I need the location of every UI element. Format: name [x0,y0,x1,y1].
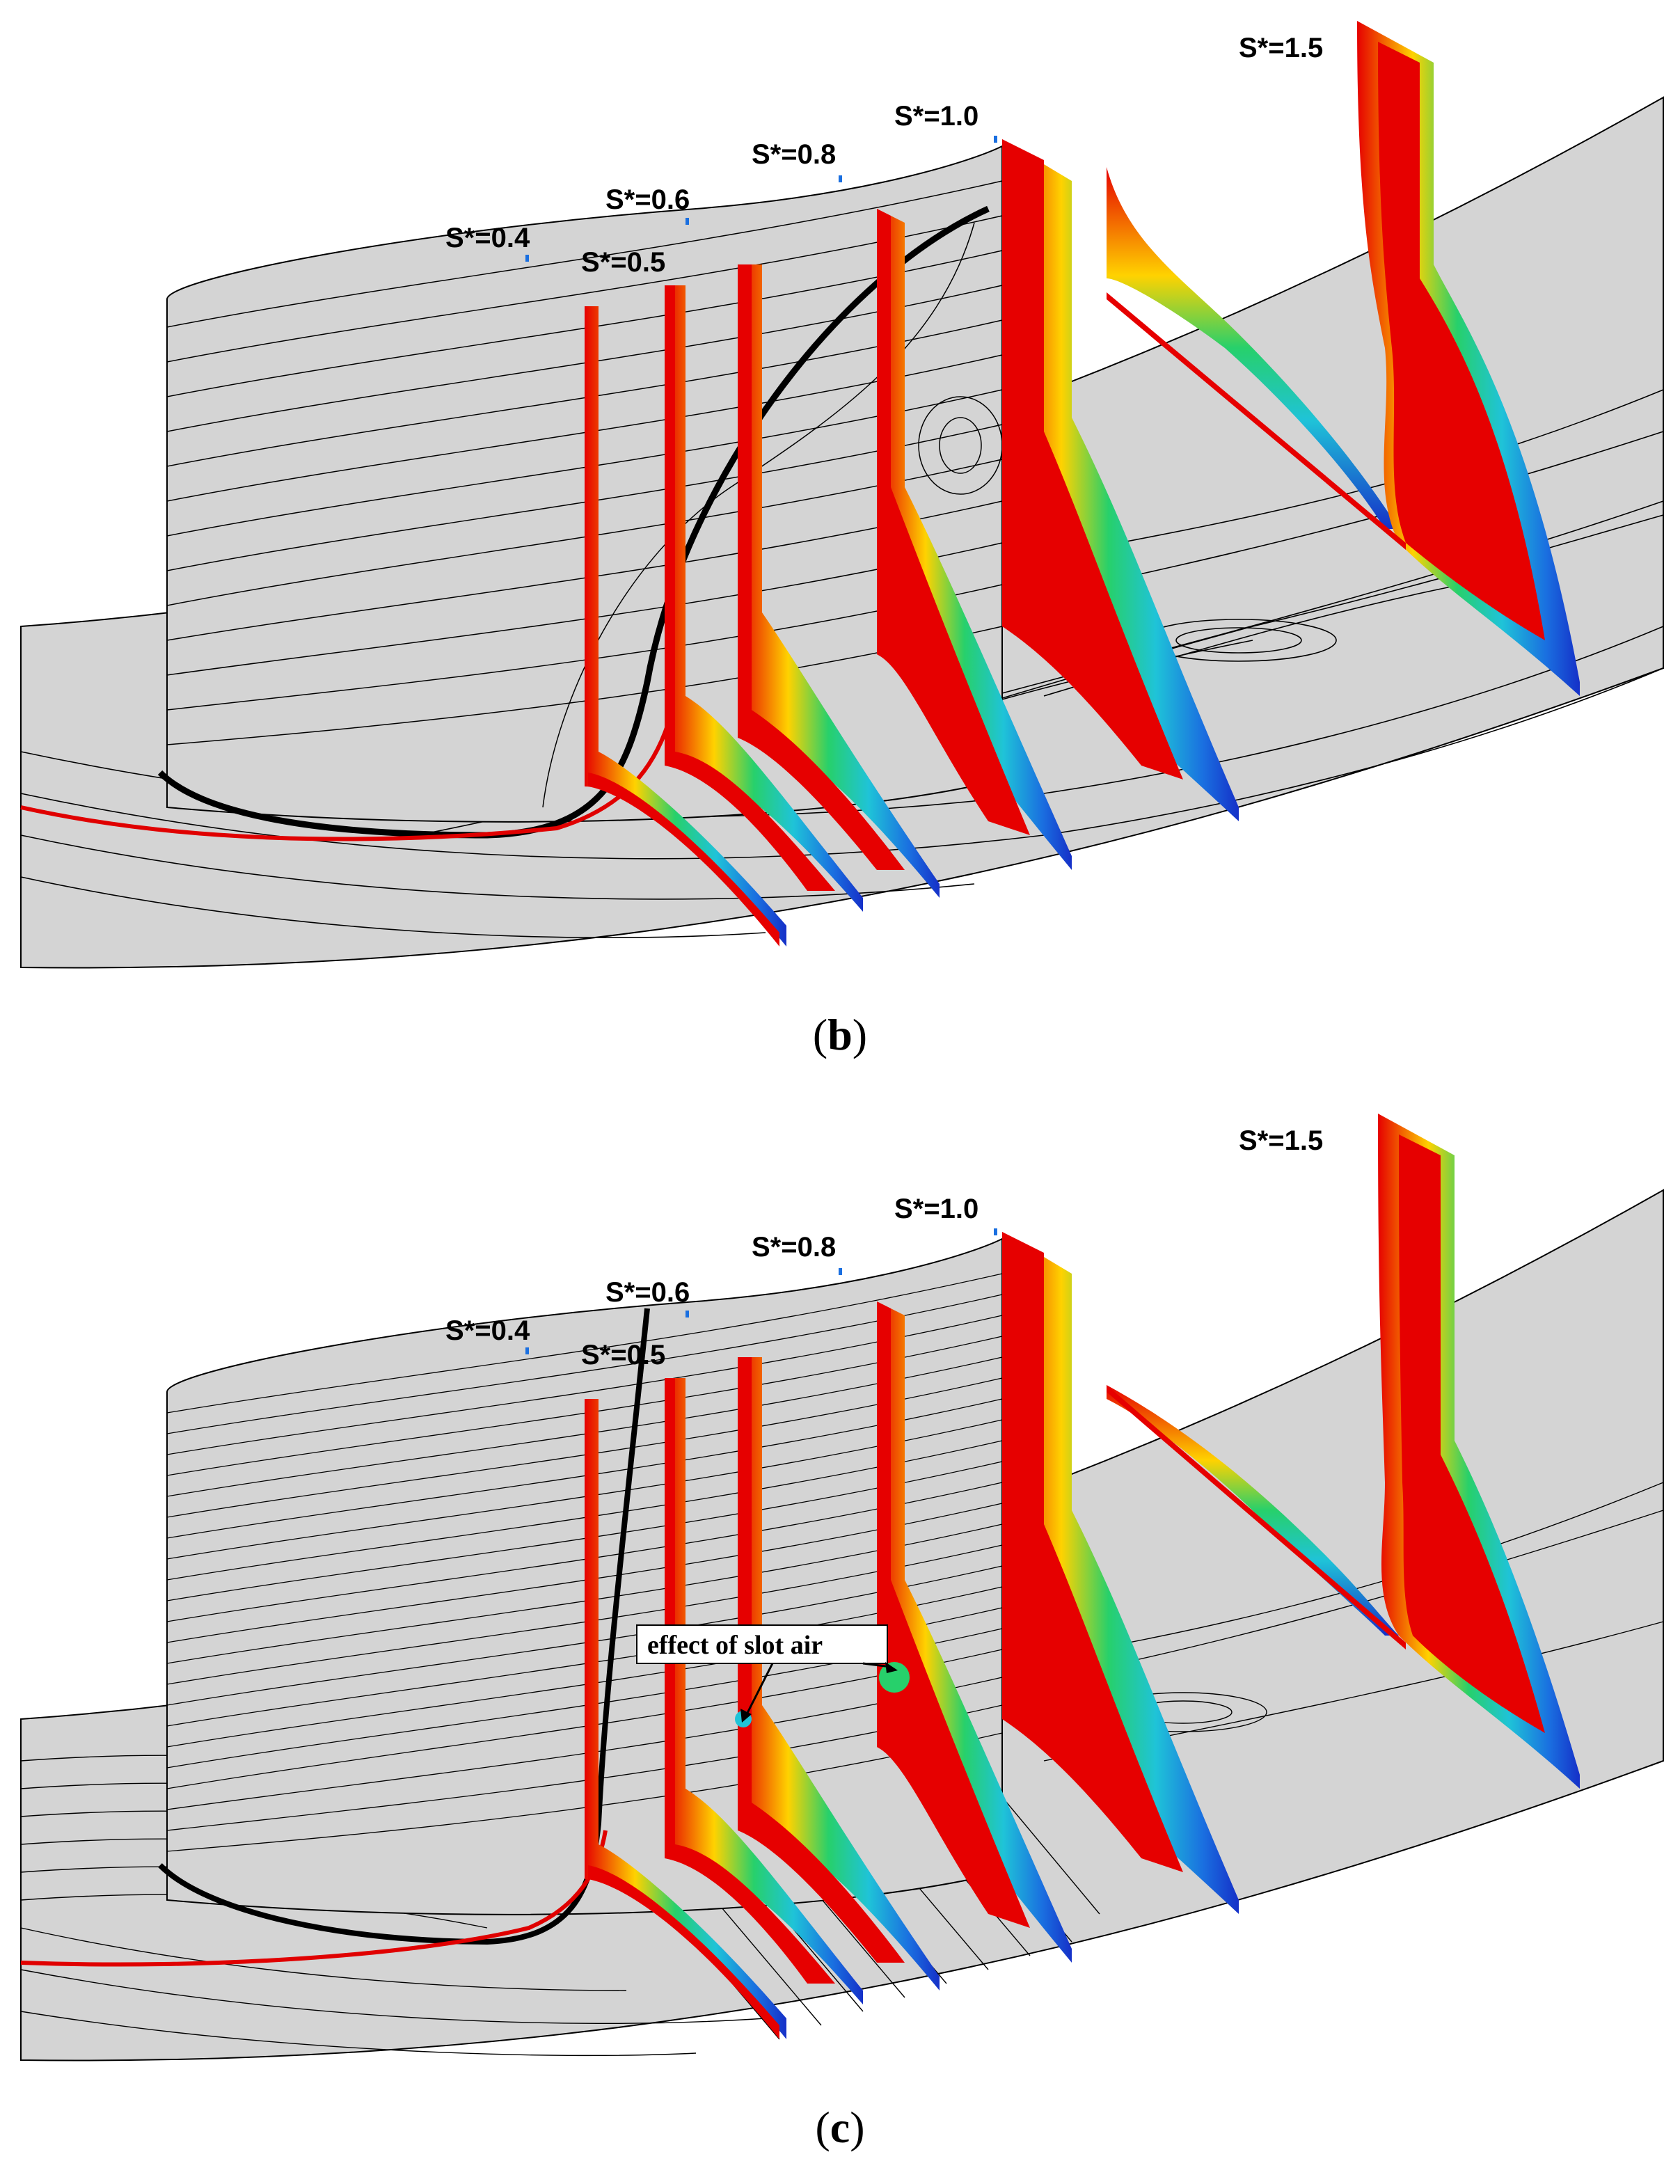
section-label: S*=1.5 [1239,1125,1323,1156]
section-labels-b: S*=0.4 S*=0.5 S*=0.6 S*=0.8 S*=1.0 S*=1.… [445,33,1323,278]
contour-plane-0.5 [585,306,786,947]
section-label: S*=0.8 [752,1232,836,1263]
caption-c: (c) [815,2103,865,2152]
contour-plane-0.6 [665,285,863,912]
section-label: S*=0.6 [605,1277,690,1308]
cfd-visualization-b: S*=0.4 S*=0.5 S*=0.6 S*=0.8 S*=1.0 S*=1.… [20,21,1664,969]
annotation-text: effect of slot air [647,1631,823,1660]
section-label: S*=0.6 [605,184,690,215]
passage-vortex-line [157,205,990,839]
contour-plane-1.5 [1107,21,1580,696]
separation-line [20,723,670,841]
contour-plane-1.0 [877,209,1072,870]
section-label: S*=0.5 [581,247,665,278]
section-label: S*=1.5 [1239,33,1323,63]
section-label: S*=1.0 [894,101,978,132]
slot-air-annotation: effect of slot air [636,1624,898,1723]
caption-letter: c [830,2103,850,2152]
separation-line [20,1830,608,1967]
contour-plane-1.0b [1002,1232,1239,1914]
section-label: S*=0.4 [445,223,530,253]
cfd-visualization-c: effect of slot air S*=0.4 S*=0.5 S*=0.6 … [20,1114,1664,2062]
caption-letter: b [827,1010,853,1059]
contour-plane-0.6 [665,1378,863,2004]
contour-plane-0.8 [738,264,940,898]
section-label: S*=0.4 [445,1315,530,1346]
contour-plane-0.5 [585,1399,786,2039]
section-label: S*=1.0 [894,1194,978,1224]
contour-plane-1.0b [1002,139,1239,821]
blade-streamlines [166,180,1003,808]
section-label: S*=0.5 [581,1340,665,1370]
contour-plane-1.5 [1107,1114,1580,1789]
figure-panel-b: S*=0.4 S*=0.5 S*=0.6 S*=0.8 S*=1.0 S*=1.… [0,0,1680,1002]
caption-b: (b) [812,1010,868,1059]
figure-panel-c: effect of slot air S*=0.4 S*=0.5 S*=0.6 … [0,1093,1680,2095]
section-labels-c: S*=0.4 S*=0.5 S*=0.6 S*=0.8 S*=1.0 S*=1.… [445,1125,1323,1370]
section-label: S*=0.8 [752,139,836,170]
